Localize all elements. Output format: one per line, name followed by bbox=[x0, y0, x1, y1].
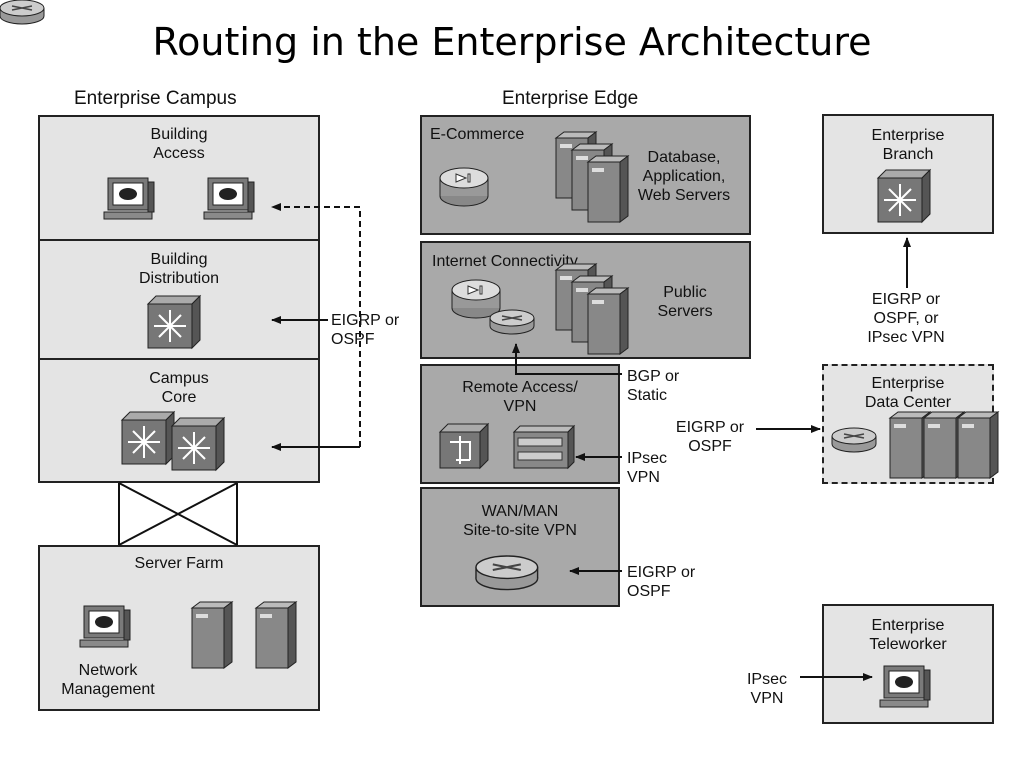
internet-connectivity-label: Internet Connectivity bbox=[432, 253, 578, 270]
server-icon bbox=[957, 411, 999, 479]
campus-heading: Enterprise Campus bbox=[74, 88, 237, 109]
multilayer-switch-icon bbox=[147, 295, 201, 349]
multilayer-switch-icon bbox=[121, 411, 175, 465]
workstation-icon bbox=[879, 665, 931, 708]
router-icon bbox=[831, 427, 877, 453]
workstation-icon bbox=[203, 177, 255, 220]
server-icon bbox=[255, 601, 297, 669]
remote-access-label: Remote Access/VPN bbox=[462, 379, 578, 415]
page-title: Routing in the Enterprise Architecture bbox=[152, 20, 872, 64]
edge-heading: Enterprise Edge bbox=[502, 88, 639, 109]
multilayer-switch-icon bbox=[171, 417, 225, 471]
workstation-icon bbox=[103, 177, 155, 220]
router-icon bbox=[0, 0, 45, 25]
ecommerce-label: E-Commerce bbox=[430, 126, 525, 143]
pix-firewall-icon bbox=[438, 422, 490, 470]
server-icon bbox=[191, 601, 233, 669]
content-engine-icon bbox=[451, 279, 501, 319]
vpn-concentrator-icon bbox=[512, 424, 576, 470]
arrow-bgp bbox=[512, 343, 622, 375]
dashed-arrow-access bbox=[271, 203, 361, 447]
server-icon bbox=[587, 155, 629, 223]
router-icon bbox=[489, 309, 535, 335]
multilayer-switch-icon bbox=[877, 169, 931, 223]
core-to-serverfarm-links bbox=[118, 482, 238, 546]
ecommerce-servers-label: Database,Application,Web Servers bbox=[637, 149, 731, 204]
workstation-icon bbox=[79, 605, 131, 648]
server-farm-label: Server Farm bbox=[134, 555, 224, 572]
content-engine-icon bbox=[439, 167, 489, 207]
server-icon bbox=[587, 287, 629, 355]
router-icon bbox=[474, 554, 539, 591]
